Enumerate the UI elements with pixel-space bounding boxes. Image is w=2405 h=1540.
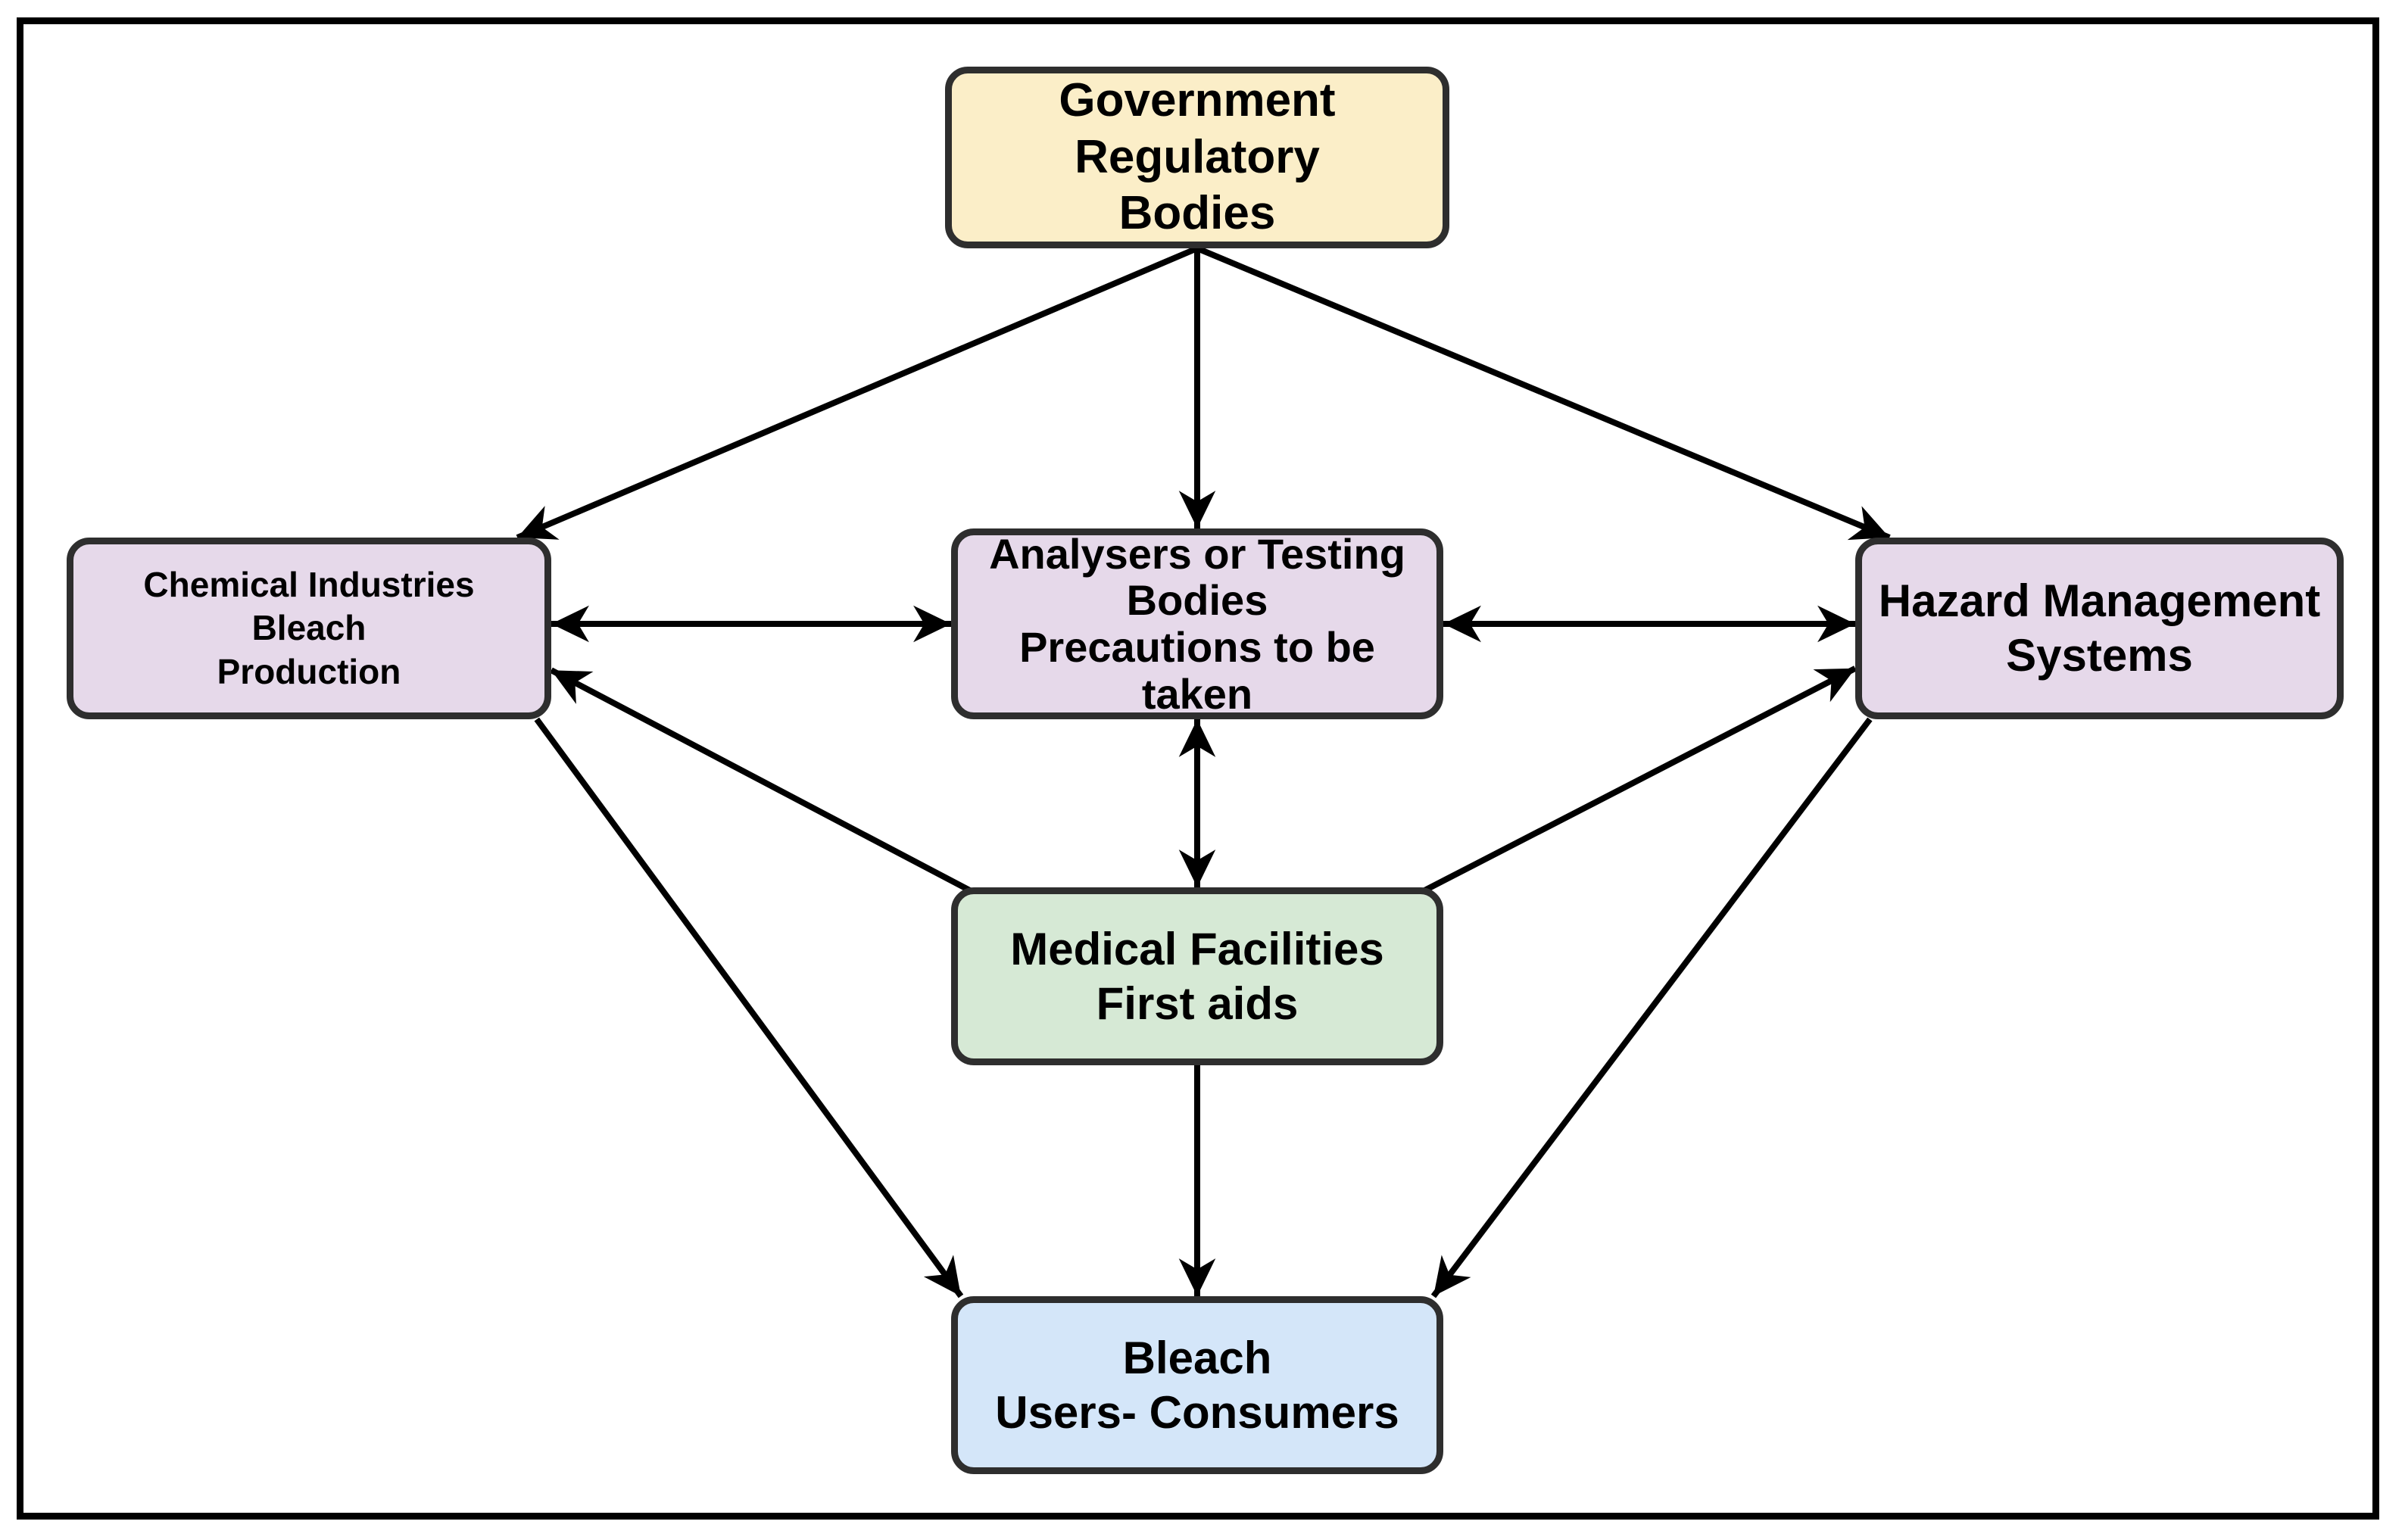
node-label-line: Systems — [2006, 630, 2193, 681]
node-label-line: Production — [217, 651, 401, 691]
node-label-line: Government — [1059, 74, 1336, 127]
node-label-line: Precautions to be — [1019, 623, 1375, 671]
node-government-regulatory-bodies: Government Regulatory Bodies — [945, 67, 1449, 248]
node-label-line: Bleach — [1122, 1332, 1272, 1383]
node-bleach-users-consumers: Bleach Users- Consumers — [951, 1296, 1443, 1474]
node-analysers-testing-bodies: Analysers or Testing Bodies Precautions … — [951, 528, 1443, 719]
node-label-line: Users- Consumers — [995, 1386, 1399, 1438]
node-label-line: Medical Facilities — [1010, 923, 1384, 974]
node-label-line: taken — [1141, 669, 1253, 718]
node-chemical-industries-bleach-production: Chemical Industries Bleach Production — [67, 538, 551, 719]
node-label-line: Bodies — [1118, 187, 1276, 240]
node-label-line: Chemical Industries — [143, 564, 475, 604]
node-label-line: Analysers or Testing — [989, 529, 1405, 578]
node-hazard-management-systems: Hazard Management Systems — [1855, 538, 2344, 719]
node-label-line: Bleach — [251, 608, 367, 648]
node-label-line: Bodies — [1126, 576, 1268, 625]
node-medical-facilities-first-aids: Medical Facilities First aids — [951, 887, 1443, 1065]
outer-border — [17, 17, 2379, 1520]
node-label-line: Regulatory — [1075, 130, 1320, 183]
node-label-line: First aids — [1096, 977, 1299, 1029]
node-label-line: Hazard Management — [1878, 575, 2321, 626]
